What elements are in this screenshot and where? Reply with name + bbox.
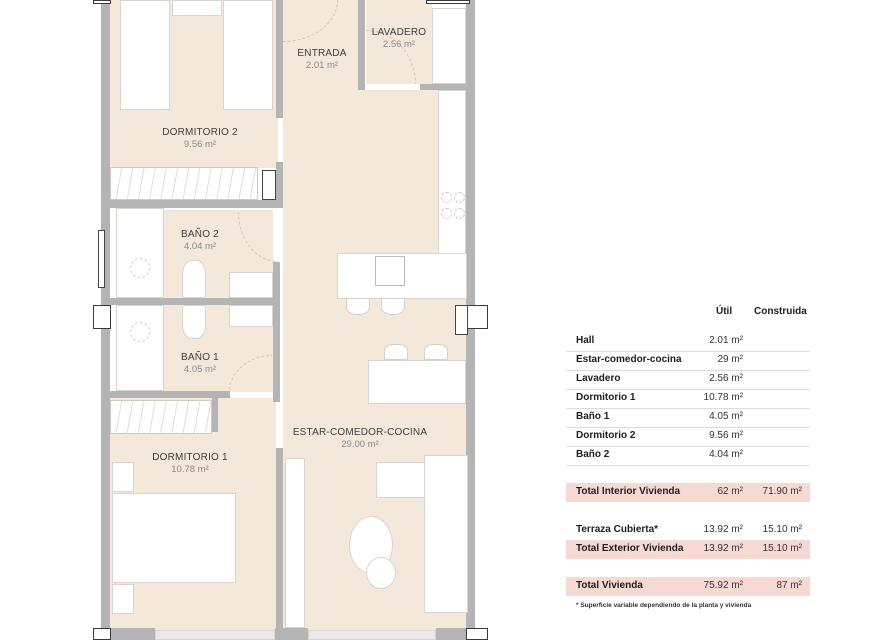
- wall-bottom-right: [436, 628, 466, 640]
- cooktop-burner: [441, 208, 452, 219]
- sink-bano-2: [229, 272, 273, 298]
- nightstand-bottom: [112, 584, 134, 614]
- toilet-bano-1: [182, 305, 206, 339]
- sliding-window-bottom-left: [155, 630, 275, 640]
- window-left-bottom: [93, 628, 111, 640]
- window-left-bano: [93, 305, 111, 329]
- room-area-dormitorio-2: 9.56 m²: [183, 139, 217, 150]
- wall-wardrobe-side: [212, 398, 218, 432]
- sofa: [424, 455, 468, 613]
- room-label-lavadero: LAVADERO: [371, 27, 427, 38]
- room-area-lavadero: 2.56 m²: [382, 39, 416, 50]
- toilet-bano-2: [182, 260, 206, 298]
- floor-plan: DORMITORIO 2 9.56 m² ENTRADA 2.01 m² LAV…: [93, 0, 488, 640]
- kitchen-sink: [375, 256, 405, 286]
- wall-dorm2-right-low: [276, 162, 283, 208]
- bed-single-right: [223, 0, 273, 110]
- room-area-bano-2: 4.04 m²: [183, 241, 217, 252]
- shower-bano-1: [116, 305, 164, 391]
- vent-left: [98, 230, 105, 288]
- table-row: Dormitorio 1 10.78 m²: [566, 389, 810, 409]
- table-row: Hall 2.01 m²: [566, 332, 810, 352]
- window-left-top: [93, 0, 111, 4]
- table-row: Baño 1 4.05 m²: [566, 408, 810, 428]
- side-table: [366, 557, 396, 589]
- room-label-bano-2: BAÑO 2: [181, 229, 219, 240]
- room-label-dormitorio-2: DORMITORIO 2: [162, 127, 238, 138]
- wall-dorm1-right: [276, 448, 283, 640]
- terraza-row: Terraza Cubierta* 13.92 m² 15.10 m²: [576, 524, 802, 535]
- sink-bano-1: [229, 305, 273, 327]
- stool: [381, 298, 405, 315]
- bed-single-left: [120, 0, 170, 110]
- table-row: Lavadero 2.56 m²: [566, 370, 810, 390]
- room-label-estar-comedor-cocina: ESTAR-COMEDOR-COCINA: [292, 427, 428, 438]
- table-row: Dormitorio 2 9.56 m²: [566, 427, 810, 447]
- header-construida: Construida: [754, 306, 807, 317]
- room-area-dormitorio-1: 10.78 m²: [171, 464, 209, 475]
- tv-unit: [285, 458, 305, 628]
- total-exterior-row: Total Exterior Vivienda 13.92 m² 15.10 m…: [566, 540, 810, 559]
- table-row: Baño 2 4.04 m²: [566, 446, 810, 466]
- dining-chair: [384, 344, 408, 360]
- shower-drain: [130, 258, 150, 278]
- room-area-estar-comedor-cocina: 29.00 m²: [341, 439, 379, 450]
- window-right-bottom: [466, 628, 488, 640]
- nightstand-top: [112, 462, 134, 492]
- wall-banos-right: [273, 262, 280, 402]
- laundry-counter: [432, 8, 466, 84]
- wardrobe-dorm2: [110, 167, 258, 200]
- sliding-window-bottom-right: [308, 630, 436, 640]
- wall-lavadero-bottom: [420, 84, 466, 90]
- shaft-right: [455, 305, 468, 335]
- nightstand: [172, 0, 222, 16]
- wall-bano1-bottom: [110, 391, 230, 398]
- window-top-lavadero: [426, 0, 470, 4]
- dining-table: [368, 360, 466, 404]
- room-label-bano-1: BAÑO 1: [181, 352, 219, 363]
- dining-chair: [424, 344, 448, 360]
- stool: [346, 298, 370, 315]
- room-label-entrada: ENTRADA: [297, 48, 347, 59]
- wall-entrada-left: [276, 0, 283, 118]
- room-area-entrada: 2.01 m²: [305, 60, 339, 71]
- wall-bottom-mid: [275, 628, 308, 640]
- footnote: * Superficie variable dependiendo de la …: [576, 602, 752, 609]
- cooktop-burner: [454, 208, 465, 219]
- cooktop-burner: [441, 192, 452, 203]
- wall-bottom-left: [110, 628, 155, 640]
- total-vivienda-row: Total Vivienda 75.92 m² 87 m²: [566, 577, 810, 596]
- room-area-bano-1: 4.05 m²: [183, 364, 217, 375]
- shower-drain: [130, 322, 150, 342]
- cooktop-burner: [454, 192, 465, 203]
- room-label-dormitorio-1: DORMITORIO 1: [152, 452, 228, 463]
- wardrobe-dorm1: [110, 400, 212, 434]
- table-row: Estar-comedor-cocina 29 m²: [566, 351, 810, 371]
- shower-bano-2: [116, 208, 164, 298]
- header-util: Útil: [716, 306, 733, 317]
- total-interior-row: Total Interior Vivienda 62 m² 71.90 m²: [566, 483, 810, 502]
- wall-dorm2-bottom: [110, 200, 276, 208]
- double-bed: [112, 493, 236, 583]
- shaft-dorm2: [262, 170, 276, 200]
- wall-lavadero-left: [358, 0, 365, 90]
- wall-banos-divider: [110, 298, 276, 305]
